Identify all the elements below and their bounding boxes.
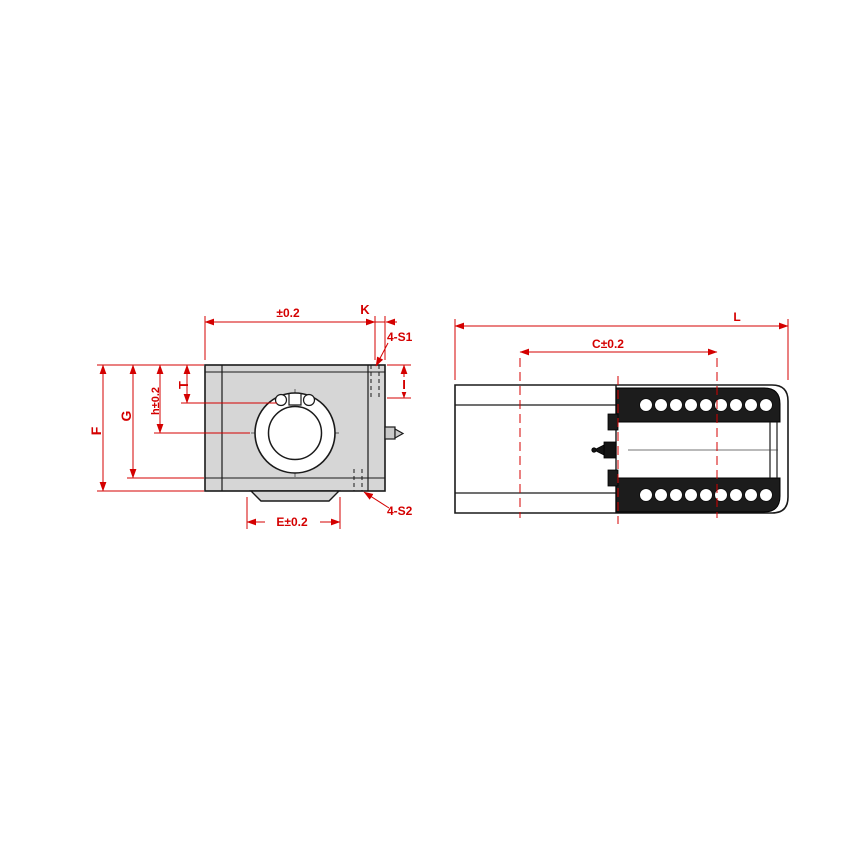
bore-inner-circle (267, 405, 323, 461)
dim-label-g: G (118, 410, 134, 421)
front-view-dimensions (97, 316, 411, 529)
ball-row-top (639, 398, 773, 412)
grease-fitting-front (384, 426, 405, 440)
bearing-flange-tab-bottom (607, 469, 619, 487)
ball-row-bottom (639, 488, 773, 502)
front-view (204, 364, 405, 502)
leader-s2 (363, 491, 390, 509)
front-base-foot (249, 490, 341, 502)
circlip-hole-right (302, 393, 316, 407)
circlip-notch (288, 394, 302, 406)
dim-label-k: K (360, 302, 370, 317)
dim-label-t: T (176, 381, 191, 389)
bearing-flange-tab-top (607, 413, 619, 431)
dim-label-h: h±0.2 (150, 387, 162, 415)
side-view-dimensions (454, 319, 789, 524)
dim-label-f: F (88, 426, 104, 435)
dim-label-c: C±0.2 (592, 337, 624, 351)
front-view-labels: F G h±0.2 T ±0.2 K 4-S1 I E±0.2 4-S2 (88, 302, 413, 529)
dim-label-i: I (402, 377, 406, 392)
dim-label-l: L (733, 310, 740, 324)
grease-fitting-side (591, 441, 617, 459)
dim-label-e: E±0.2 (276, 515, 308, 529)
label-4-s2: 4-S2 (387, 504, 413, 518)
side-view (454, 384, 789, 514)
circlip-hole-left (274, 393, 288, 407)
label-4-s1: 4-S1 (387, 330, 413, 344)
dim-label-top-tolerance: ±0.2 (276, 306, 300, 320)
side-view-labels: L C±0.2 (592, 310, 741, 351)
leader-s1 (375, 342, 389, 367)
